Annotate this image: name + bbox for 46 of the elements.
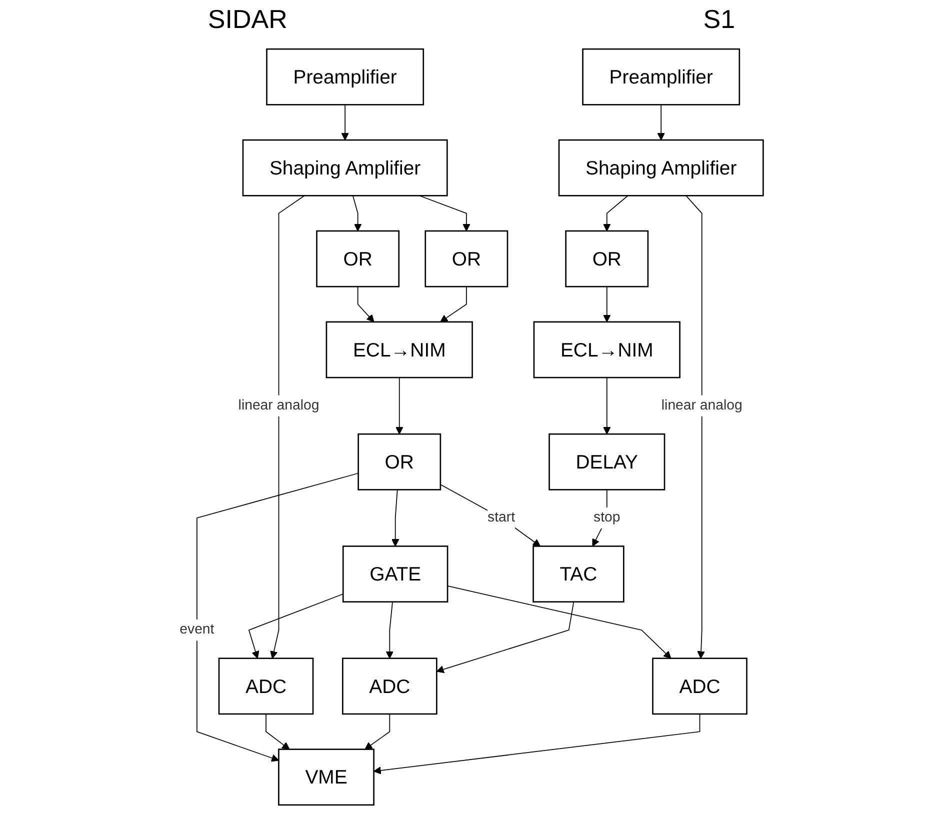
arrow [364, 714, 390, 750]
arrow [686, 195, 706, 659]
arrow [447, 585, 672, 659]
arrow [396, 377, 404, 434]
arrow [270, 195, 306, 659]
arrow [248, 594, 344, 659]
arrow [266, 714, 290, 750]
node-box: ADC [218, 658, 314, 715]
node-box: OR [565, 230, 649, 288]
node-box: Preamplifier [266, 48, 424, 106]
edge-label: event [180, 622, 214, 638]
arrow [440, 286, 467, 322]
arrow [603, 286, 611, 322]
arrow [196, 472, 359, 762]
arrow [440, 484, 541, 547]
arrow [603, 195, 628, 232]
node-box: ADC [652, 658, 748, 715]
node-box: Preamplifier [582, 48, 740, 106]
node-box: TAC [532, 546, 624, 602]
node-box: OR [424, 230, 508, 288]
arrow [357, 286, 374, 322]
edge-label: linear analog [238, 398, 320, 413]
arrow [603, 377, 611, 434]
column-heading: SIDAR [208, 4, 288, 36]
edge-label: stop [594, 510, 620, 526]
arrow [386, 601, 394, 659]
node-box: ECL→NIM [533, 321, 681, 378]
node-box: ECL→NIM [326, 321, 474, 378]
node-box: GATE [342, 546, 448, 602]
arrow [341, 104, 350, 140]
node-box: OR [358, 433, 442, 490]
edge-label: linear analog [661, 398, 742, 413]
node-box: DELAY [548, 433, 666, 490]
arrow [436, 601, 574, 674]
node-box: ADC [342, 658, 438, 715]
arrow [352, 195, 362, 232]
arrow [657, 104, 666, 140]
arrow [418, 195, 470, 232]
node-box: VME [278, 748, 375, 806]
column-heading: S1 [703, 4, 736, 36]
node-box: OR [316, 230, 400, 288]
edge-label: start [488, 510, 516, 526]
arrow [392, 489, 400, 547]
node-box: Shaping Amplifier [242, 139, 448, 196]
node-box: Shaping Amplifier [558, 139, 764, 196]
arrow [374, 714, 700, 774]
